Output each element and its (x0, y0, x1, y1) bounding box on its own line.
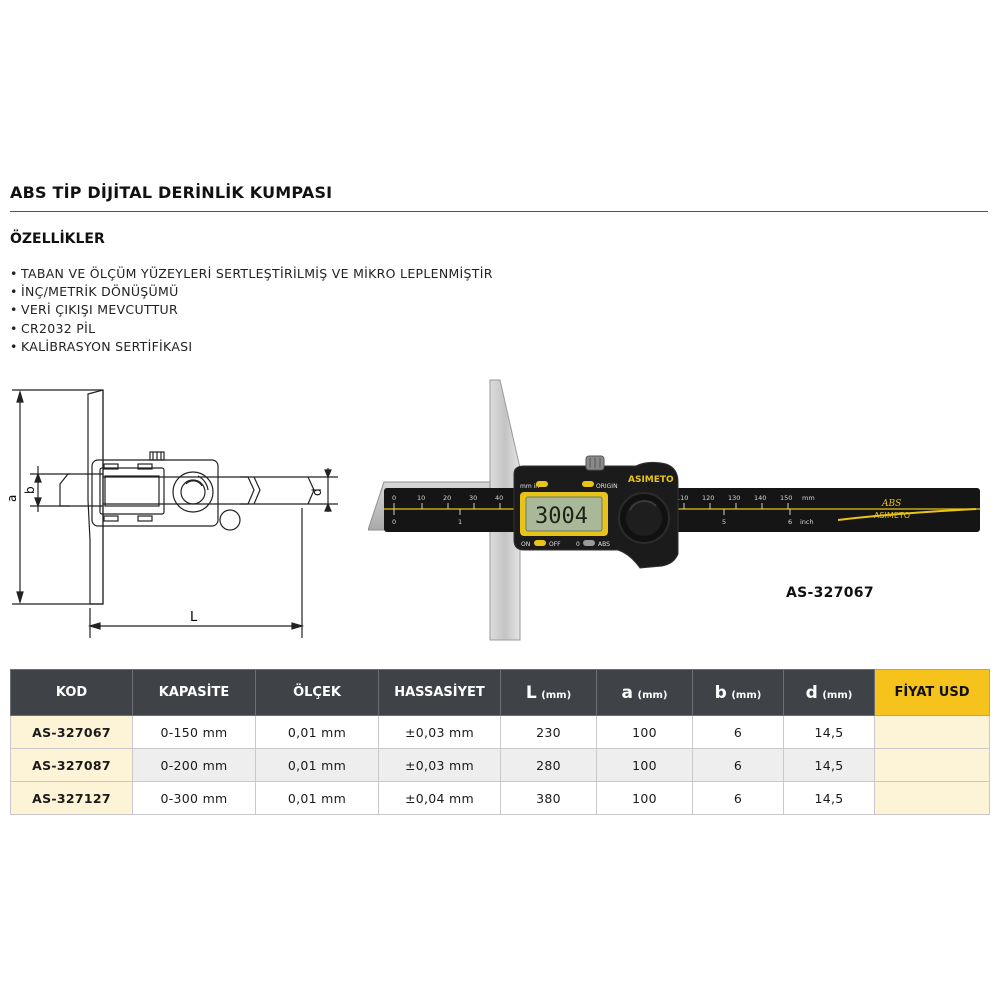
tick-label: 0 (392, 494, 396, 502)
cell-a: 100 (596, 781, 693, 815)
cell-olcek: 0,01 mm (255, 715, 379, 749)
dim-label-d: d (310, 488, 324, 496)
cell-kapasite: 0-300 mm (132, 781, 256, 815)
feature-item: •İNÇ/METRİK DÖNÜŞÜMÜ (10, 283, 493, 301)
cell-price (874, 781, 990, 815)
cell-d: 14,5 (783, 748, 875, 782)
bullet-icon: • (10, 302, 18, 318)
col-header-d: d (mm) (783, 669, 875, 716)
feature-item: •KALİBRASYON SERTİFİKASI (10, 338, 493, 356)
table-row: AS-327127 0-300 mm 0,01 mm ±0,04 mm 380 … (10, 781, 990, 815)
product-code-caption: AS-327067 (786, 585, 874, 601)
zero-abs-button (583, 540, 595, 546)
spec-table: KOD KAPASİTE ÖLÇEK HASSASİYET L (mm) a (… (10, 669, 990, 815)
cell-a: 100 (596, 748, 693, 782)
cell-b: 6 (692, 748, 784, 782)
col-header-price: FİYAT USD (874, 669, 990, 716)
off-button-label: OFF (549, 541, 561, 548)
cell-kapasite: 0-150 mm (132, 715, 256, 749)
cell-hassasiyet: ±0,03 mm (378, 748, 501, 782)
bullet-icon: • (10, 284, 18, 300)
title-divider (10, 211, 988, 212)
tick-label: 6 (788, 518, 792, 526)
tick-label: 150 (780, 494, 792, 502)
col-header-kod: KOD (10, 669, 133, 716)
mm-in-button (536, 481, 548, 487)
table-row: AS-327087 0-200 mm 0,01 mm ±0,03 mm 280 … (10, 748, 990, 782)
features-heading: ÖZELLİKLER (10, 231, 105, 247)
feature-item: •VERİ ÇIKIŞI MEVCUTTUR (10, 301, 493, 319)
origin-button (582, 481, 594, 487)
tick-label: 10 (417, 494, 425, 502)
features-list: •TABAN VE ÖLÇÜM YÜZEYLERİ SERTLEŞTİRİLMİ… (10, 265, 493, 356)
col-header-a: a (mm) (596, 669, 693, 716)
mm-in-button-label: mm in (520, 483, 539, 490)
bullet-icon: • (10, 266, 18, 281)
col-header-kapasite: KAPASİTE (132, 669, 256, 716)
beam-brand: ASIMETO (874, 511, 910, 520)
cell-b: 6 (692, 715, 784, 749)
tick-label: 120 (702, 494, 714, 502)
product-photo: 0 10 20 30 40 110 120 130 140 150 mm 0 1… (368, 379, 980, 641)
mm-unit-label: mm (802, 494, 815, 502)
lcd-reading: 3004 (535, 504, 588, 529)
cell-b: 6 (692, 781, 784, 815)
table-row: AS-327067 0-150 mm 0,01 mm ±0,03 mm 230 … (10, 715, 990, 749)
tick-label: 30 (469, 494, 477, 502)
cell-kod: AS-327087 (10, 748, 133, 782)
cell-d: 14,5 (783, 781, 875, 815)
col-header-L: L (mm) (500, 669, 597, 716)
cell-olcek: 0,01 mm (255, 781, 379, 815)
cell-olcek: 0,01 mm (255, 748, 379, 782)
cell-kod: AS-327067 (10, 715, 133, 749)
zero-button-label: 0 (576, 541, 580, 548)
cell-price (874, 748, 990, 782)
cell-L: 230 (500, 715, 597, 749)
feature-item: •TABAN VE ÖLÇÜM YÜZEYLERİ SERTLEŞTİRİLMİ… (10, 265, 493, 283)
cell-L: 380 (500, 781, 597, 815)
tick-label: 5 (722, 518, 726, 526)
abs-mark: ABS (881, 499, 901, 509)
col-header-hassasiyet: HASSASİYET (378, 669, 501, 716)
tick-label: 0 (392, 518, 396, 526)
tick-label: 40 (495, 494, 503, 502)
tick-label: 1 (458, 518, 462, 526)
dim-label-L: L (190, 610, 198, 625)
cell-hassasiyet: ±0,03 mm (378, 715, 501, 749)
technical-drawing: a b d L (8, 389, 338, 638)
cell-a: 100 (596, 715, 693, 749)
col-header-olcek: ÖLÇEK (255, 669, 379, 716)
dim-label-a: a (8, 495, 19, 502)
cell-L: 280 (500, 748, 597, 782)
cell-d: 14,5 (783, 715, 875, 749)
cell-kapasite: 0-200 mm (132, 748, 256, 782)
tick-label: 140 (754, 494, 766, 502)
cell-kod: AS-327127 (10, 781, 133, 815)
on-off-button (534, 540, 546, 546)
inch-unit-label: inch (800, 518, 814, 526)
page-title: ABS TİP DİJİTAL DERİNLİK KUMPASI (10, 183, 333, 202)
cell-hassasiyet: ±0,04 mm (378, 781, 501, 815)
feature-item: •CR2032 PİL (10, 320, 493, 338)
body-brand: ASIMETO (628, 475, 674, 485)
origin-button-label: ORIGIN (596, 483, 618, 490)
bullet-icon: • (10, 320, 18, 336)
col-header-b: b (mm) (692, 669, 784, 716)
dim-label-b: b (23, 486, 37, 494)
tick-label: 130 (728, 494, 740, 502)
on-button-label: ON (521, 541, 530, 548)
bullet-icon: • (10, 338, 18, 354)
table-header-row: KOD KAPASİTE ÖLÇEK HASSASİYET L (mm) a (… (10, 669, 990, 716)
abs-button-label: ABS (598, 541, 610, 548)
cell-price (874, 715, 990, 749)
tick-label: 110 (676, 494, 688, 502)
tick-label: 20 (443, 494, 451, 502)
